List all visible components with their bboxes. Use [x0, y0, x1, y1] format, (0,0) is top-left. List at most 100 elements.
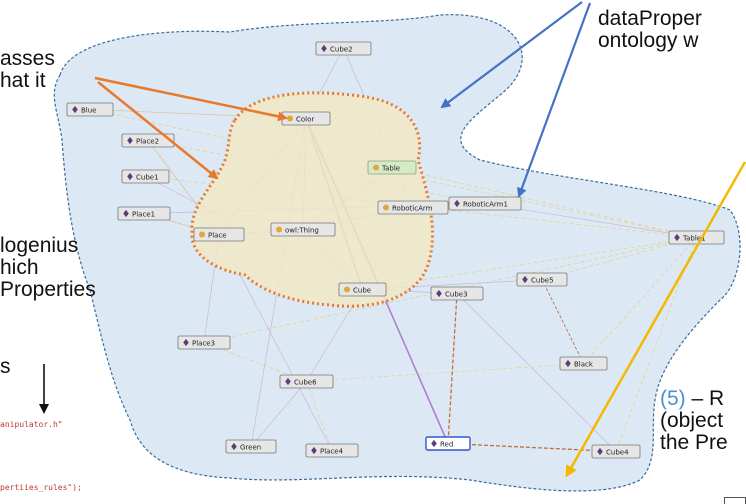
individual-diamond-icon [321, 44, 327, 53]
callout-properties-line-2: hich [0, 256, 39, 279]
node-owlthing[interactable]: owl:Thing [270, 222, 336, 237]
node-red[interactable]: Red [425, 436, 471, 451]
individual-diamond-icon [311, 446, 317, 455]
class-circle-icon [383, 204, 389, 211]
individual-diamond-icon [123, 209, 129, 218]
individual-diamond-icon [597, 447, 603, 456]
node-box-cube [338, 282, 387, 297]
code-line-rules: pertiies_rules"); [0, 483, 82, 492]
edge-cube6-place4 [306, 381, 333, 451]
node-box-table [367, 160, 417, 175]
node-box-red [425, 436, 471, 451]
node-box-cube3 [430, 286, 484, 301]
node-box-blue [66, 102, 114, 117]
edge-cube5-table1 [541, 237, 697, 280]
node-label-roboticarm: RoboticArm [392, 204, 433, 212]
class-circle-icon [276, 226, 282, 233]
node-box-place2 [121, 133, 175, 148]
node-cube3[interactable]: Cube3 [430, 286, 484, 301]
node-label-place4: Place4 [320, 447, 344, 455]
node-cube[interactable]: Cube [338, 282, 387, 297]
callout-classes-line-2: hat it [0, 69, 46, 92]
individual-diamond-icon [127, 136, 133, 145]
node-box-place [193, 227, 245, 242]
callout-data-line-2: ontology w [598, 29, 699, 52]
edge-red-cube4 [447, 442, 617, 453]
callout-properties-line-3: Properties [0, 278, 96, 301]
node-box-place1 [117, 206, 171, 221]
node-box-black [559, 356, 608, 371]
node-black[interactable]: Black [559, 356, 608, 371]
class-circle-icon [199, 231, 205, 238]
node-table1[interactable]: Table1 [668, 230, 725, 245]
node-box-cube2 [315, 41, 372, 56]
partial-checkbox-icon [724, 497, 746, 504]
callout-relation: (5) – R (object the Pre [660, 388, 728, 454]
node-color[interactable]: Color [281, 111, 331, 126]
node-place[interactable]: Place [193, 227, 245, 242]
node-blue[interactable]: Blue [66, 102, 114, 117]
node-table[interactable]: Table [367, 160, 417, 175]
node-place3[interactable]: Place3 [177, 335, 231, 350]
callout-properties: logenius hich Properties [0, 235, 96, 301]
callout-lone-s: s [0, 355, 11, 378]
class-hierarchy-region [190, 91, 435, 308]
node-box-cube5 [516, 272, 568, 287]
callout-arrow-data-2 [517, 2, 592, 198]
callout-relation-number: (5) [660, 387, 686, 410]
node-label-place3: Place3 [192, 339, 215, 347]
node-label-black: Black [574, 360, 594, 368]
callout-data-properties: dataProper ontology w [598, 8, 702, 52]
node-box-cube6 [279, 374, 334, 389]
node-cube6[interactable]: Cube6 [279, 374, 334, 389]
node-place4[interactable]: Place4 [305, 443, 359, 458]
node-cube1[interactable]: Cube1 [121, 169, 170, 184]
node-place1[interactable]: Place1 [117, 206, 171, 221]
node-label-cube6: Cube6 [294, 378, 317, 386]
node-label-roboticarm1: RoboticArm1 [463, 200, 508, 208]
callout-classes: asses hat it [0, 48, 55, 92]
node-cube2[interactable]: Cube2 [315, 41, 372, 56]
node-roboticarm[interactable]: RoboticArm [377, 200, 449, 215]
node-label-table: Table [381, 164, 400, 172]
node-box-roboticarm [377, 200, 449, 215]
node-box-place4 [305, 443, 359, 458]
edge-cube3-cube4 [456, 293, 617, 452]
edge-cube6-green [250, 381, 307, 447]
node-cube5[interactable]: Cube5 [516, 272, 568, 287]
individual-diamond-icon [436, 289, 442, 298]
node-label-cube3: Cube3 [445, 290, 468, 298]
edge-cube5-black [541, 279, 584, 364]
node-label-place1: Place1 [132, 210, 155, 218]
individual-diamond-icon [674, 233, 680, 242]
callout-relation-line-3: the Pre [660, 431, 728, 454]
callout-arrow-classes-2 [97, 81, 219, 180]
node-label-place: Place [208, 231, 227, 239]
node-label-table1: Table1 [682, 234, 706, 242]
node-green[interactable]: Green [225, 439, 277, 454]
node-label-cube2: Cube2 [330, 45, 353, 53]
callout-relation-line-1: – R [685, 387, 725, 410]
node-label-cube4: Cube4 [606, 448, 629, 456]
callout-classes-line-1: asses [0, 47, 55, 70]
callout-arrow-classes-1 [94, 76, 288, 122]
node-roboticarm1[interactable]: RoboticArm1 [448, 196, 522, 211]
callout-relation-line-2: (object [660, 409, 724, 432]
node-place2[interactable]: Place2 [121, 133, 175, 148]
node-label-place2: Place2 [136, 137, 159, 145]
individual-diamond-icon [454, 199, 460, 208]
individual-diamond-icon [565, 359, 571, 368]
individual-diamond-icon [285, 377, 291, 386]
callout-arrow-relation [565, 161, 746, 478]
node-label-owlthing: owl:Thing [285, 226, 319, 234]
node-cube4[interactable]: Cube4 [591, 444, 641, 459]
node-label-color: Color [296, 115, 314, 123]
individual-diamond-icon [183, 338, 189, 347]
node-label-cube1: Cube1 [136, 173, 159, 181]
edge-cube3-red [447, 293, 458, 444]
code-rules-string: pertiies_rules"); [0, 483, 82, 492]
node-box-cube4 [591, 444, 641, 459]
